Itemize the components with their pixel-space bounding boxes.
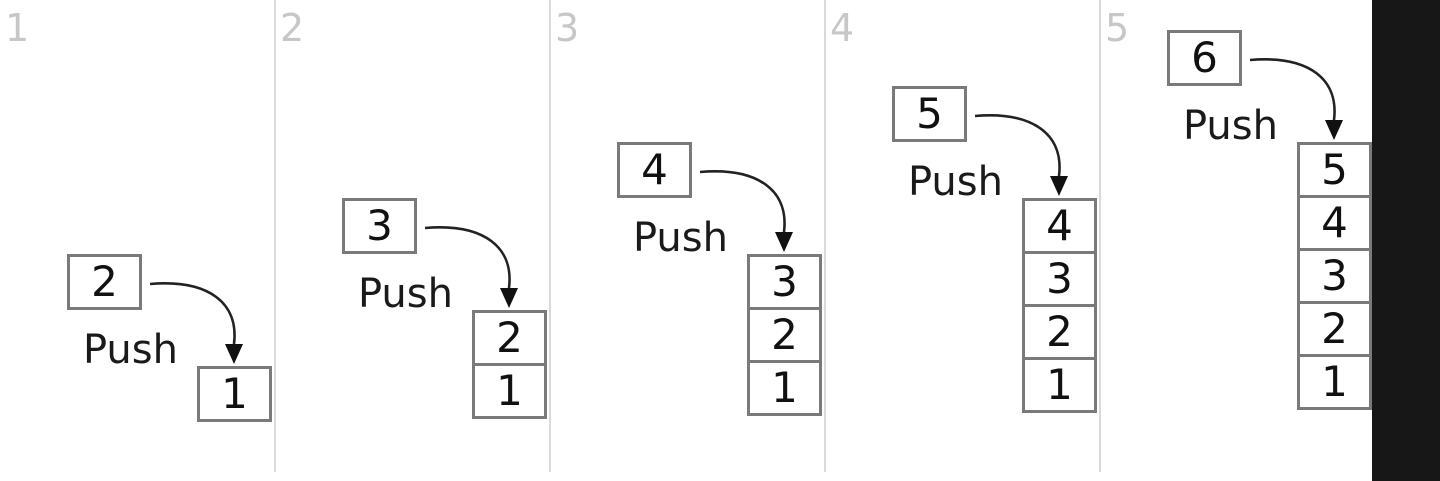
arrowhead [1050,176,1068,196]
stack-item-box: 1 [472,363,547,419]
stack-item-box: 2 [1022,304,1097,360]
incoming-item-box: 5 [892,86,967,142]
arrow-curve [699,170,786,233]
step-number: 1 [5,6,30,50]
step-number: 4 [830,6,855,50]
push-label: Push [1183,103,1278,149]
dark-edge-strip [1372,0,1440,481]
panel-divider [549,0,551,472]
stack-item-box: 2 [472,310,547,366]
push-label: Push [358,271,453,317]
incoming-item-box: 2 [67,254,142,310]
stack-item-box: 3 [1297,248,1372,304]
incoming-item-box: 6 [1167,30,1242,86]
arrow-curve [974,114,1061,177]
push-label: Push [83,327,178,373]
panel-divider [1099,0,1101,472]
push-label: Push [633,215,728,261]
arrowhead [225,344,243,364]
stack-item-box: 2 [1297,301,1372,357]
stack-item-box: 2 [747,307,822,363]
push-arrow [974,114,1068,196]
stack-item-box: 1 [1022,357,1097,413]
arrowhead [1325,120,1343,140]
push-arrow [424,226,518,308]
step-number: 2 [280,6,305,50]
stack-item-box: 5 [1297,142,1372,198]
push-arrow [1249,58,1343,140]
step-number: 3 [555,6,580,50]
arrow-curve [149,282,236,345]
stack-item-box: 1 [1297,354,1372,410]
stack-item-box: 1 [747,360,822,416]
push-arrow [699,170,793,252]
stack-item-box: 1 [197,366,272,422]
push-arrow [149,282,243,364]
arrow-curve [424,226,511,289]
incoming-item-box: 3 [342,198,417,254]
panel-divider [274,0,276,472]
arrow-curve [1249,58,1336,121]
arrowhead [500,288,518,308]
incoming-item-box: 4 [617,142,692,198]
step-number: 5 [1105,6,1130,50]
panel-divider [824,0,826,472]
push-label: Push [908,159,1003,205]
arrowhead [775,232,793,252]
